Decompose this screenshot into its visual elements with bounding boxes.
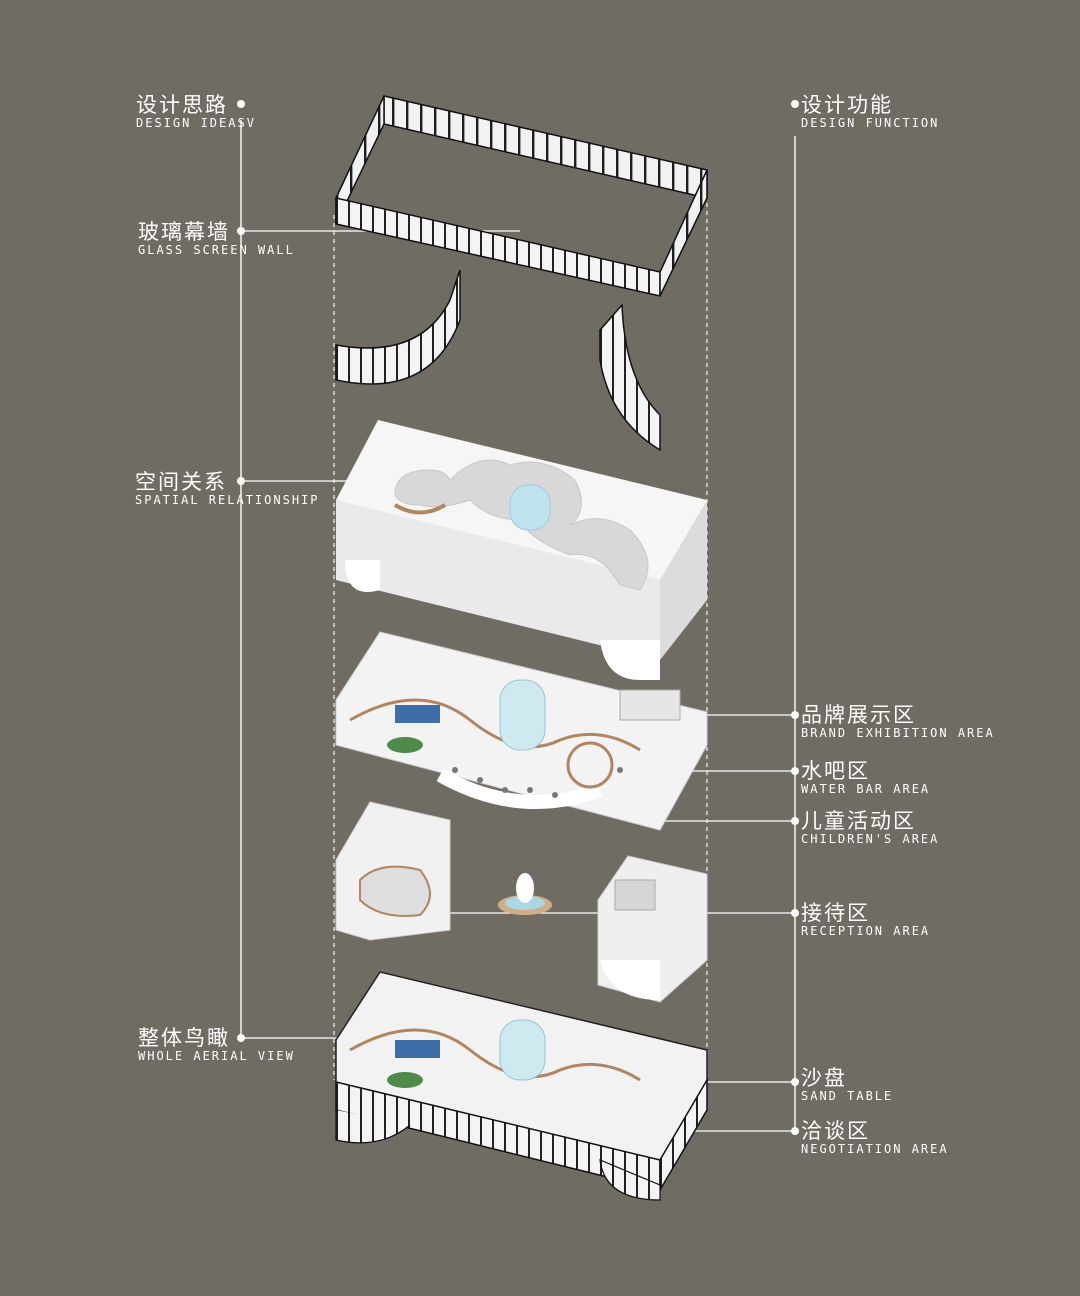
label-zh: 沙盘: [801, 1066, 847, 1090]
label-zh: 品牌展示区: [801, 703, 916, 727]
label-en: SAND TABLE: [801, 1089, 894, 1103]
label-zh: 水吧区: [801, 759, 870, 783]
label-en: WHOLE AERIAL VIEW: [138, 1049, 295, 1063]
label-whole-aerial-view: 整体鸟瞰 WHOLE AERIAL VIEW: [138, 1026, 295, 1063]
label-design-function: 设计功能 DESIGN FUNCTION: [801, 93, 939, 130]
label-childrens-area: 儿童活动区 CHILDREN'S AREA: [801, 809, 939, 846]
label-en: DESIGN IDEASV: [136, 116, 256, 130]
label-en: DESIGN FUNCTION: [801, 116, 940, 130]
whole-aerial-view-layer: [335, 971, 708, 1201]
label-zh: 整体鸟瞰: [138, 1026, 230, 1050]
marker-dots: [237, 100, 799, 1135]
label-sand-table: 沙盘 SAND TABLE: [801, 1066, 893, 1103]
label-zh: 玻璃幕墙: [138, 220, 230, 244]
label-water-bar-area: 水吧区 WATER BAR AREA: [801, 759, 930, 796]
reception-layer: [335, 801, 708, 1003]
spatial-relationship-layer: [336, 420, 707, 680]
label-zh: 洽谈区: [801, 1119, 870, 1143]
label-negotiation-area: 洽谈区 NEGOTIATION AREA: [801, 1119, 949, 1156]
label-reception-area: 接待区 RECEPTION AREA: [801, 901, 930, 938]
label-en: SPATIAL RELATIONSHIP: [135, 493, 320, 507]
label-design-ideas: 设计思路 DESIGN IDEASV: [136, 93, 256, 130]
label-en: WATER BAR AREA: [801, 782, 931, 796]
label-zh: 接待区: [801, 901, 870, 925]
glass-screen-wall-layer: [335, 95, 708, 452]
label-en: RECEPTION AREA: [801, 924, 931, 938]
label-zh: 空间关系: [135, 470, 227, 494]
label-zh: 设计功能: [801, 93, 893, 117]
label-en: BRAND EXHIBITION AREA: [801, 726, 995, 740]
label-zh: 儿童活动区: [801, 809, 916, 833]
label-glass-screen-wall: 玻璃幕墙 GLASS SCREEN WALL: [138, 220, 295, 257]
label-en: NEGOTIATION AREA: [801, 1142, 949, 1156]
label-en: GLASS SCREEN WALL: [138, 243, 295, 257]
function-floor-plan-layer: [335, 631, 708, 831]
label-brand-exhibition-area: 品牌展示区 BRAND EXHIBITION AREA: [801, 703, 995, 740]
label-en: CHILDREN'S AREA: [801, 832, 940, 846]
label-spatial-relationship: 空间关系 SPATIAL RELATIONSHIP: [135, 470, 320, 507]
label-zh: 设计思路: [136, 93, 228, 117]
